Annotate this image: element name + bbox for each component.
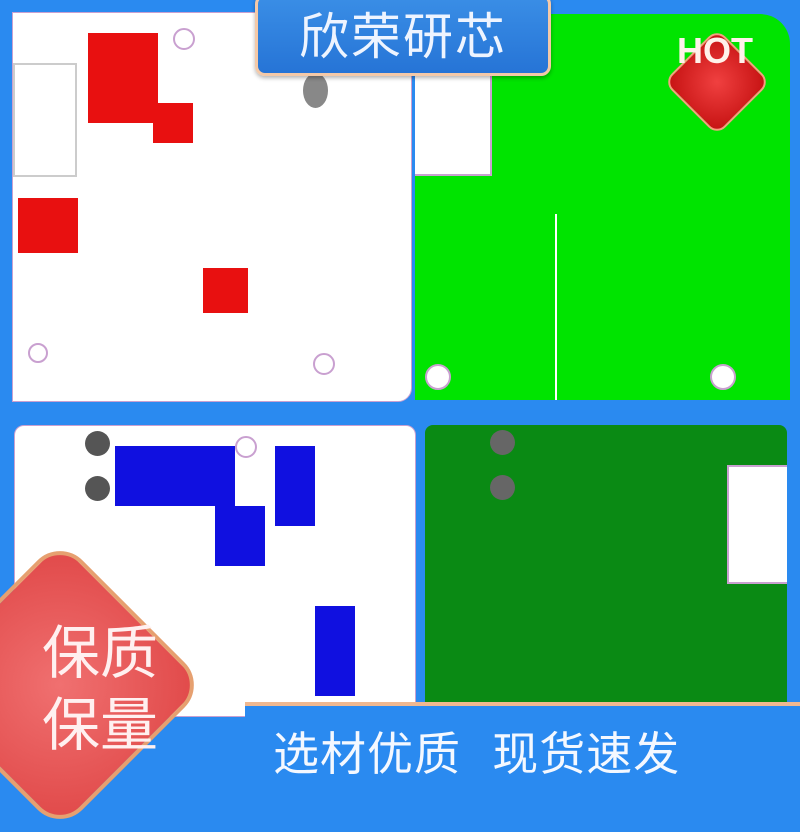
quality-badge: 保质保量 bbox=[0, 537, 208, 832]
quality-badge-line2: 保量 bbox=[42, 691, 159, 759]
quality-badge-line1: 保质 bbox=[42, 619, 159, 687]
brand-title: 欣荣研芯 bbox=[255, 0, 551, 76]
pcb-dark-green-layer-image bbox=[425, 425, 787, 705]
hot-badge: HOT bbox=[663, 28, 771, 136]
tagline-banner: 选材优质 现货速发 bbox=[245, 702, 800, 800]
hot-badge-label: HOT bbox=[677, 30, 753, 71]
pcb-red-layer-image bbox=[12, 12, 412, 402]
